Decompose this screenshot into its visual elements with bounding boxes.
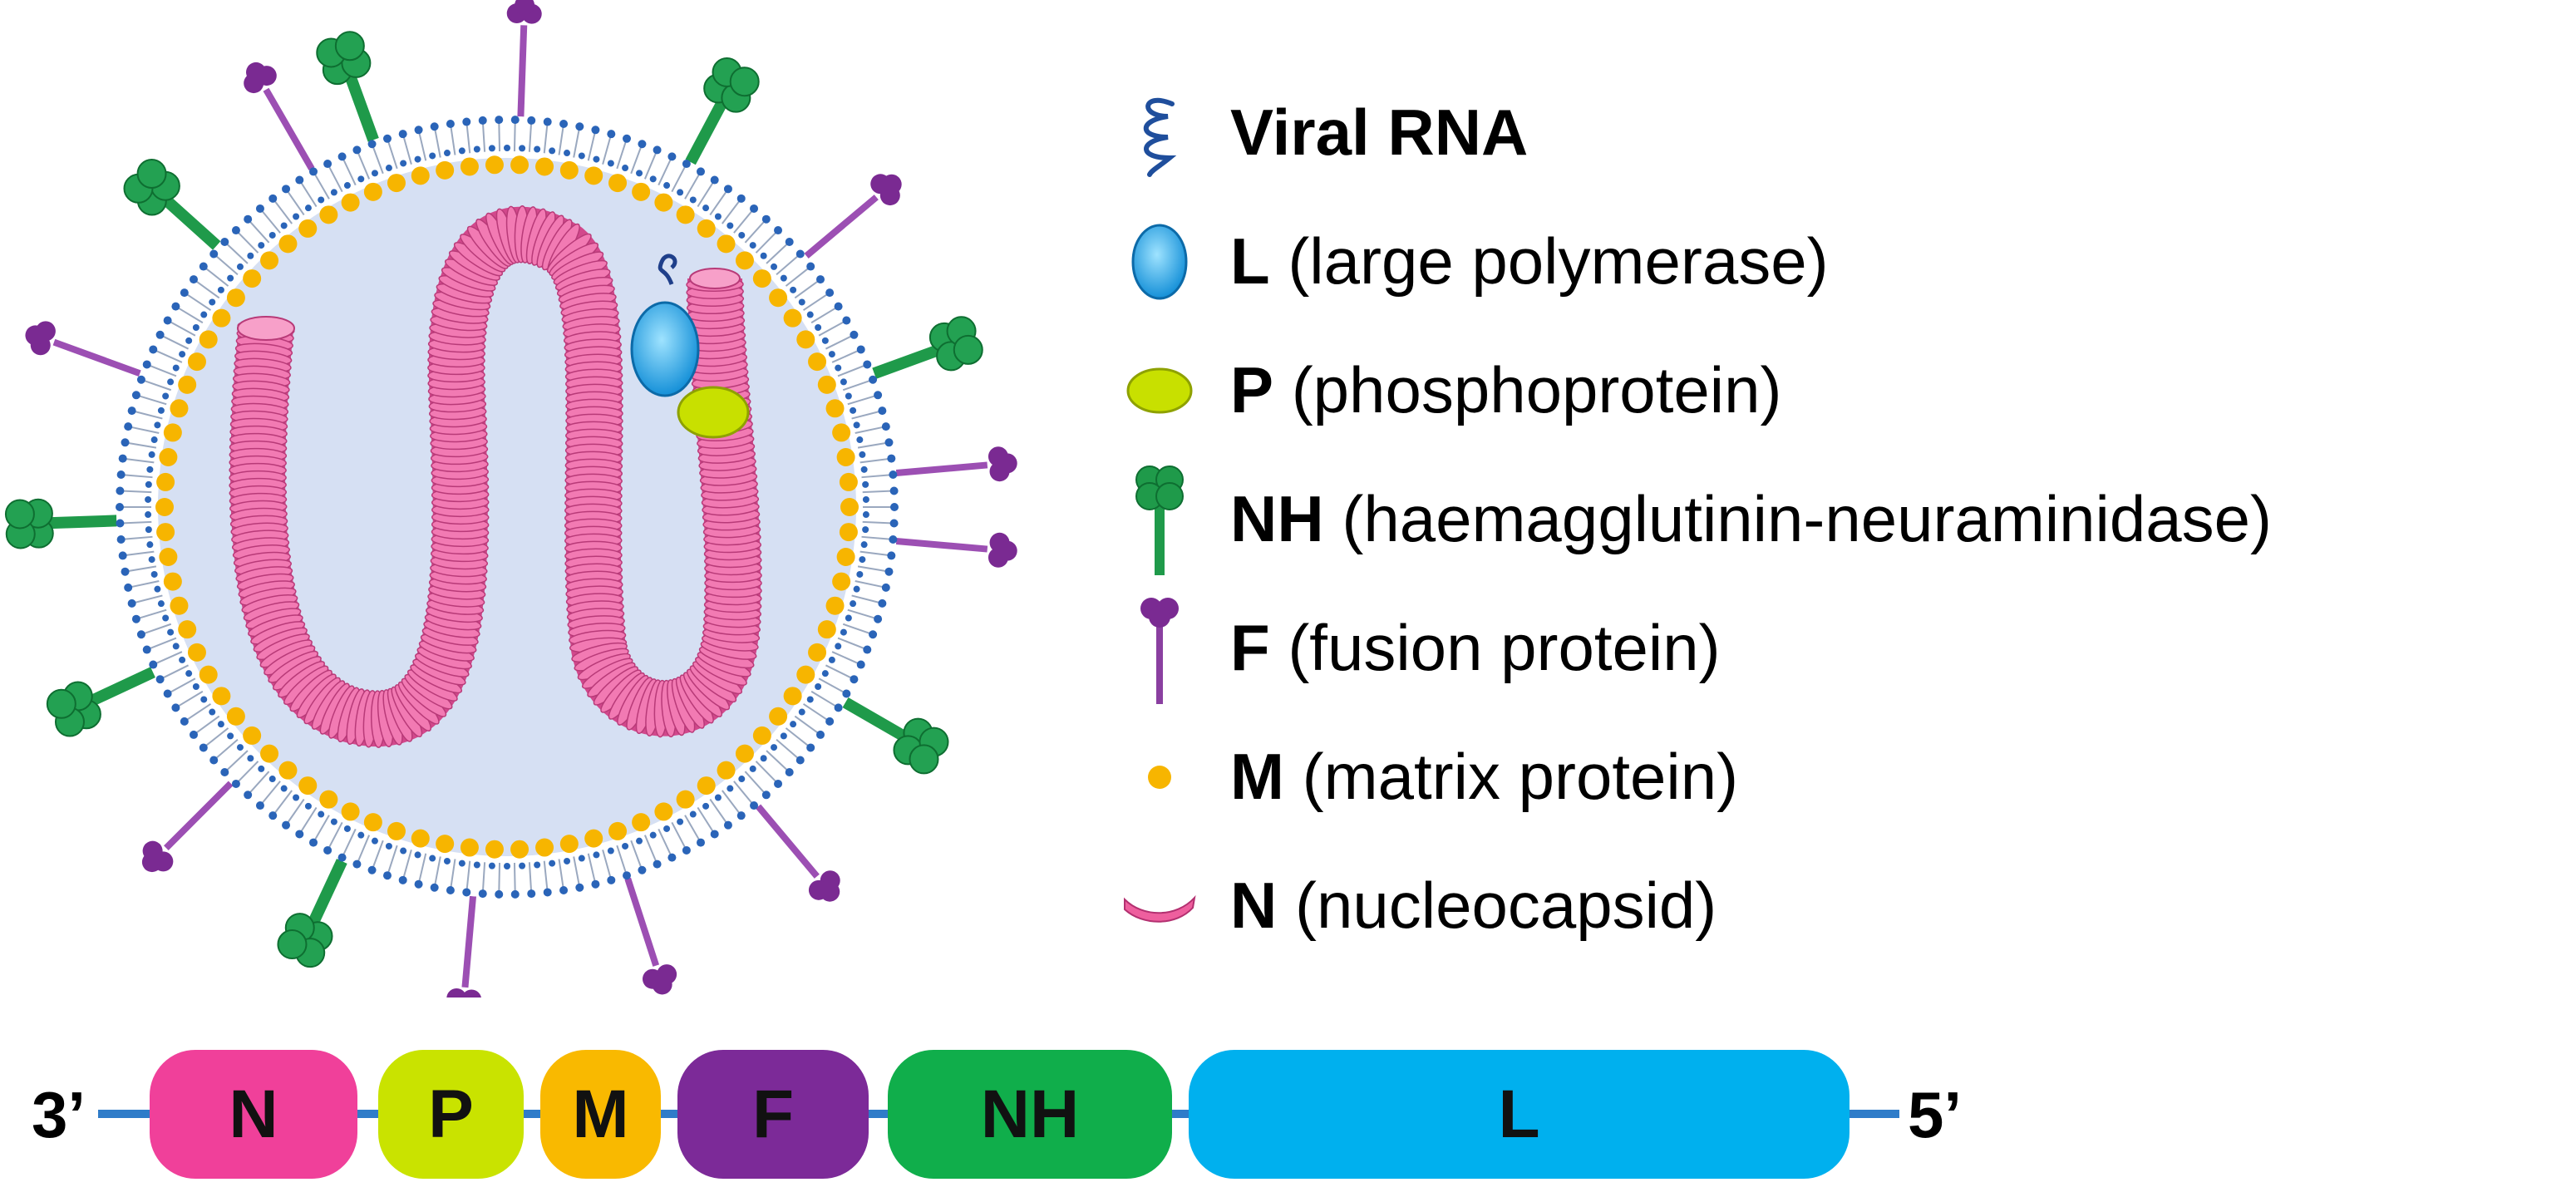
gene-label: M (572, 1076, 628, 1152)
p-phosphoprotein (677, 386, 750, 439)
gene-label: NH (981, 1076, 1079, 1152)
gene-box (150, 1050, 357, 1179)
legend-item-n: N (nucleocapsid) (1114, 841, 2569, 970)
legend-item-p: P (phosphoprotein) (1114, 326, 2569, 455)
gene-box (540, 1050, 661, 1179)
hn-spike (46, 667, 155, 737)
legend-item-f: F (fusion protein) (1114, 584, 2569, 712)
gene-box (378, 1050, 524, 1179)
genome-map: 3’ 5’ N P M F NH L (32, 1050, 1962, 1179)
nucleocapsid-coil (229, 204, 762, 748)
gene-n: N (150, 1050, 357, 1179)
gene-nh: NH (888, 1050, 1172, 1179)
envelope-spikes (4, 0, 1017, 998)
legend: Viral RNA L (large polymerase) P (phosph… (1114, 68, 2569, 970)
f-spike (506, 0, 542, 117)
hn-spike (842, 697, 949, 775)
hn-spike-icon (1114, 465, 1205, 575)
legend-abbr: F (1230, 611, 1270, 684)
matrix-protein-layer (155, 155, 859, 859)
gene-l: L (1189, 1050, 1849, 1179)
gene-box (888, 1050, 1172, 1179)
legend-desc: (matrix protein) (1302, 740, 1739, 813)
viral-rna-strand (658, 254, 677, 285)
f-spike (624, 877, 677, 995)
legend-desc: (haemagglutinin-neuraminidase) (1342, 482, 2272, 555)
legend-abbr: NH (1230, 482, 1324, 555)
legend-desc: (phosphoprotein) (1291, 353, 1782, 426)
legend-desc: (nucleocapsid) (1295, 869, 1717, 942)
legend-abbr: M (1230, 740, 1284, 813)
legend-item-viral-rna: Viral RNA (1114, 68, 2569, 197)
f-spike (895, 532, 1017, 568)
genome-end-5prime: 5’ (1908, 1078, 1962, 1151)
genome-end-3prime: 3’ (32, 1078, 86, 1151)
matrix-dot-icon (1114, 723, 1205, 831)
virion-diagram (4, 0, 1017, 998)
gene-p: P (378, 1050, 524, 1179)
legend-abbr: N (1230, 869, 1278, 942)
legend-item-m: M (matrix protein) (1114, 712, 2569, 841)
polymerase-complex (630, 254, 750, 439)
legend-desc: (fusion protein) (1288, 611, 1721, 684)
hn-spike (316, 31, 379, 142)
f-spike (244, 62, 315, 170)
f-spike (804, 174, 902, 259)
f-spike (25, 321, 141, 377)
f-spike (446, 895, 481, 998)
gene-label: P (428, 1076, 474, 1152)
hn-spike (277, 859, 347, 968)
f-spike (895, 446, 1017, 482)
hn-spike (685, 57, 760, 165)
legend-abbr: P (1230, 353, 1274, 426)
l-polymerase (630, 301, 700, 397)
phosphoprotein-oval-icon (1114, 337, 1205, 445)
polymerase-oval-icon (1114, 208, 1205, 316)
rna-coil-icon (1114, 79, 1205, 187)
f-spike (756, 804, 840, 902)
legend-abbr: L (1230, 224, 1270, 298)
gene-label: F (752, 1076, 794, 1152)
nucleocapsid-segment-icon (1114, 852, 1205, 960)
gene-box (677, 1050, 869, 1179)
legend-item-nh: NH (haemagglutinin-neuraminidase) (1114, 455, 2569, 584)
legend-desc: (large polymerase) (1288, 224, 1829, 298)
gene-label: N (229, 1076, 278, 1152)
hn-spike (4, 498, 117, 549)
gene-f: F (677, 1050, 869, 1179)
hn-spike (123, 158, 221, 250)
hn-spike (872, 316, 983, 379)
f-spike (141, 781, 234, 873)
legend-label: Viral RNA (1230, 96, 1529, 169)
gene-m: M (540, 1050, 661, 1179)
legend-item-l: L (large polymerase) (1114, 197, 2569, 326)
fusion-spike-icon (1114, 594, 1205, 704)
gene-label: L (1498, 1076, 1539, 1152)
gene-box (1189, 1050, 1849, 1179)
